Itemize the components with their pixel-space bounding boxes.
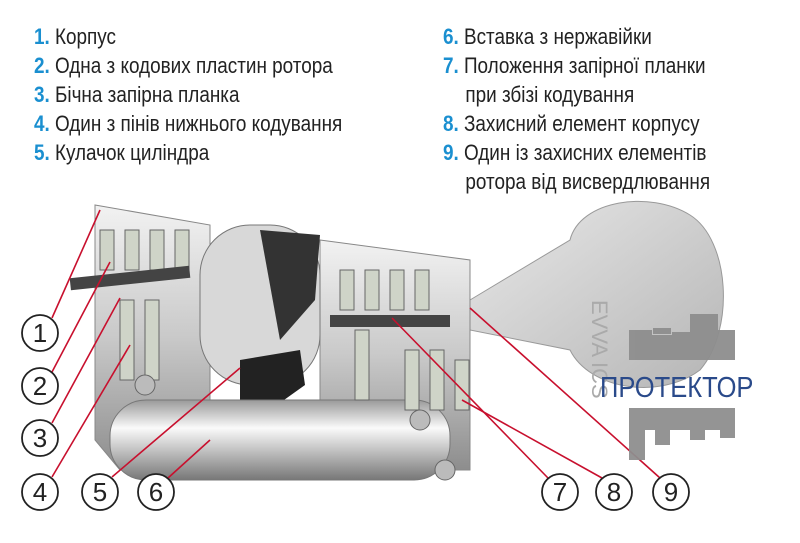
callout-label: 2 [33, 371, 47, 401]
cam [240, 350, 305, 410]
legend-number: 6. [443, 24, 459, 49]
legend-text: Один з пінів нижнього кодування [54, 111, 343, 136]
callout-label: 7 [553, 477, 567, 507]
legend-number: 8. [443, 111, 459, 136]
callout-5 [81, 473, 119, 511]
watermark-logo [629, 314, 735, 460]
callout-8 [595, 473, 633, 511]
legend-number: 2. [34, 53, 50, 78]
legend-text: Захисний елемент корпусу [463, 111, 700, 136]
legend-text: Одна з кодових пластин ротора [54, 53, 333, 78]
callout-label: 6 [149, 477, 163, 507]
legend-item-7-continued: при збізі кодування [465, 82, 635, 107]
watermark-text: ПРОТЕКТОР [600, 372, 754, 404]
callout-label: 3 [33, 423, 47, 453]
legend-item-9-continued: ротора від висвердлювання [465, 169, 711, 194]
legend-text: Корпус [54, 24, 116, 49]
legend-number: 4. [34, 111, 50, 136]
callout-label: 9 [664, 477, 678, 507]
callout-3 [21, 419, 59, 457]
legend-number: 7. [443, 53, 459, 78]
legend-right: 6.Вставка з нержавійки 7.Положення запір… [443, 22, 754, 196]
legend-text: Бічна запірна планка [54, 82, 240, 107]
callout-6 [137, 473, 175, 511]
legend-text: Вставка з нержавійки [463, 24, 652, 49]
legend-number: 3. [34, 82, 50, 107]
callout-label: 1 [33, 318, 47, 348]
callout-label: 8 [607, 477, 621, 507]
legend-item-9: 9.Один із захисних елементів [443, 138, 710, 167]
legend-item-3: 3.Бічна запірна планка [34, 80, 342, 109]
legend-text: Положення запірної планки [463, 53, 706, 78]
legend-item-5: 5.Кулачок циліндра [34, 138, 342, 167]
legend-item-4: 4.Один з пінів нижнього кодування [34, 109, 342, 138]
callout-7 [541, 473, 579, 511]
legend-item-1: 1.Корпус [34, 22, 342, 51]
leader-lines [51, 209, 661, 479]
legend-item-6: 6.Вставка з нержавійки [443, 22, 710, 51]
legend-item-2: 2.Одна з кодових пластин ротора [34, 51, 342, 80]
callout-9 [652, 473, 690, 511]
legend-number: 5. [34, 140, 50, 165]
legend-text: Кулачок циліндра [54, 140, 210, 165]
key-brand: EVVA ICS [587, 300, 612, 399]
legend-left: 1.Корпус 2.Одна з кодових пластин ротора… [34, 22, 392, 167]
legend-item-7: 7.Положення запірної планки [443, 51, 710, 80]
legend-text: Один із захисних елементів [463, 140, 707, 165]
callout-4 [21, 473, 59, 511]
callout-label: 4 [33, 477, 47, 507]
legend-item-8: 8.Захисний елемент корпусу [443, 109, 710, 138]
callout-1 [21, 314, 59, 352]
callout-label: 5 [93, 477, 107, 507]
callout-2 [21, 367, 59, 405]
legend-number: 1. [34, 24, 50, 49]
legend-number: 9. [443, 140, 459, 165]
